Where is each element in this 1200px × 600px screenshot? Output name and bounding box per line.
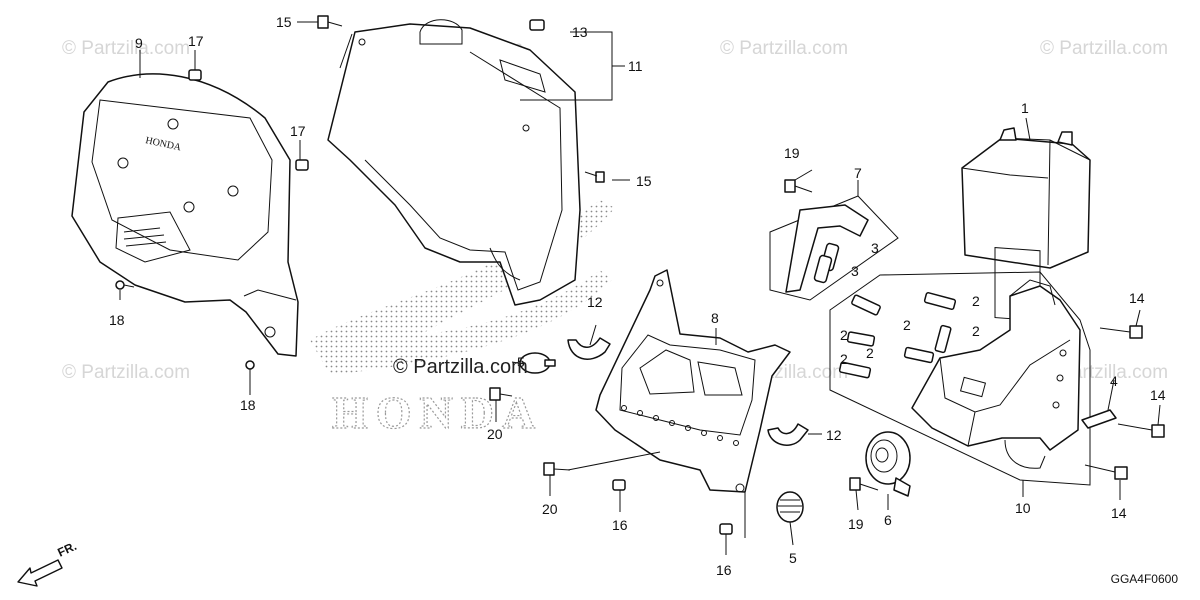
leader-lines <box>119 21 1161 555</box>
callout-10: 10 <box>1015 500 1031 516</box>
nut-16-left <box>612 479 626 491</box>
callout-17: 17 <box>188 33 204 49</box>
callout-20: 20 <box>542 501 558 517</box>
nut-17-top <box>188 69 202 81</box>
clamp-part <box>767 423 809 446</box>
callout-2: 2 <box>972 323 980 339</box>
callout-12: 12 <box>826 427 842 443</box>
screw-18-left <box>115 280 135 290</box>
callout-2: 2 <box>903 317 911 333</box>
bolt-19-bottom <box>849 477 879 491</box>
callout-2: 2 <box>840 351 848 367</box>
callout-14: 14 <box>1150 387 1166 403</box>
watermark: © Partzilla.com <box>62 38 191 59</box>
nut-13 <box>529 19 545 31</box>
bolt-14-bottom <box>1084 464 1128 480</box>
front-cover-part: HONDA <box>71 73 299 357</box>
horn-part <box>865 431 911 497</box>
callout-7: 7 <box>854 165 862 181</box>
callout-3: 3 <box>871 240 879 256</box>
callout-14: 14 <box>1111 505 1127 521</box>
clamp-part <box>567 337 611 360</box>
callout-8: 8 <box>711 310 719 326</box>
watermark: © Partzilla.com <box>1040 38 1169 59</box>
callout-18: 18 <box>240 397 256 413</box>
rubber-bushing-part <box>776 491 804 523</box>
callout-labels: 1 2 2 2 2 2 2 3 3 4 5 5 6 7 8 9 10 11 12… <box>109 14 1166 578</box>
center-watermark: © Partzilla.com <box>393 356 528 378</box>
callout-2: 2 <box>972 293 980 309</box>
bolt-20-bottom <box>543 462 571 476</box>
callout-5: 5 <box>517 354 525 370</box>
part10-group-outline <box>829 271 1091 486</box>
bolt-15-top <box>317 15 343 29</box>
callout-16: 16 <box>612 517 628 533</box>
diagram-reference-code: GGA4F0600 <box>1110 572 1178 586</box>
nut-17-mid <box>295 159 309 171</box>
inner-cover-part <box>327 19 581 306</box>
battery-part <box>961 127 1091 322</box>
callout-20: 20 <box>487 426 503 442</box>
battery-bracket-part <box>785 204 869 293</box>
bolt-20-top <box>489 387 513 401</box>
part7-group-outline <box>769 195 899 301</box>
callout-5: 5 <box>789 550 797 566</box>
callout-9: 9 <box>135 35 143 51</box>
callout-15: 15 <box>636 173 652 189</box>
nut-16-bottom <box>719 523 733 535</box>
callout-13: 13 <box>572 24 588 40</box>
callout-4: 4 <box>1110 373 1118 389</box>
bolt-14-top <box>1099 325 1143 339</box>
bolt-15-mid <box>584 171 605 183</box>
background-honda-text: HONDA <box>332 387 543 438</box>
screw-18-bottom <box>245 360 255 380</box>
callout-14: 14 <box>1129 290 1145 306</box>
callout-17: 17 <box>290 123 306 139</box>
rubber-pads <box>838 291 957 379</box>
callout-18: 18 <box>109 312 125 328</box>
watermark: © Partzilla.com <box>720 38 849 59</box>
main-bracket-part <box>595 269 791 493</box>
callout-19: 19 <box>848 516 864 532</box>
bolt-14-mid <box>1117 423 1165 438</box>
callout-6: 6 <box>884 512 892 528</box>
callout-1: 1 <box>1021 100 1029 116</box>
callout-3: 3 <box>851 263 859 279</box>
callout-2: 2 <box>840 327 848 343</box>
front-direction-arrow: FR. <box>17 539 79 587</box>
callout-2: 2 <box>866 345 874 361</box>
direction-label: FR. <box>55 539 78 560</box>
bolt-19-top <box>784 179 813 193</box>
clip-part <box>1081 409 1117 429</box>
callout-11: 11 <box>628 58 643 74</box>
watermark: © Partzilla.com <box>62 362 191 383</box>
battery-box-part <box>911 279 1081 469</box>
callout-16: 16 <box>716 562 732 578</box>
callout-15: 15 <box>276 14 292 30</box>
callout-19: 19 <box>784 145 800 161</box>
callout-12: 12 <box>587 294 603 310</box>
